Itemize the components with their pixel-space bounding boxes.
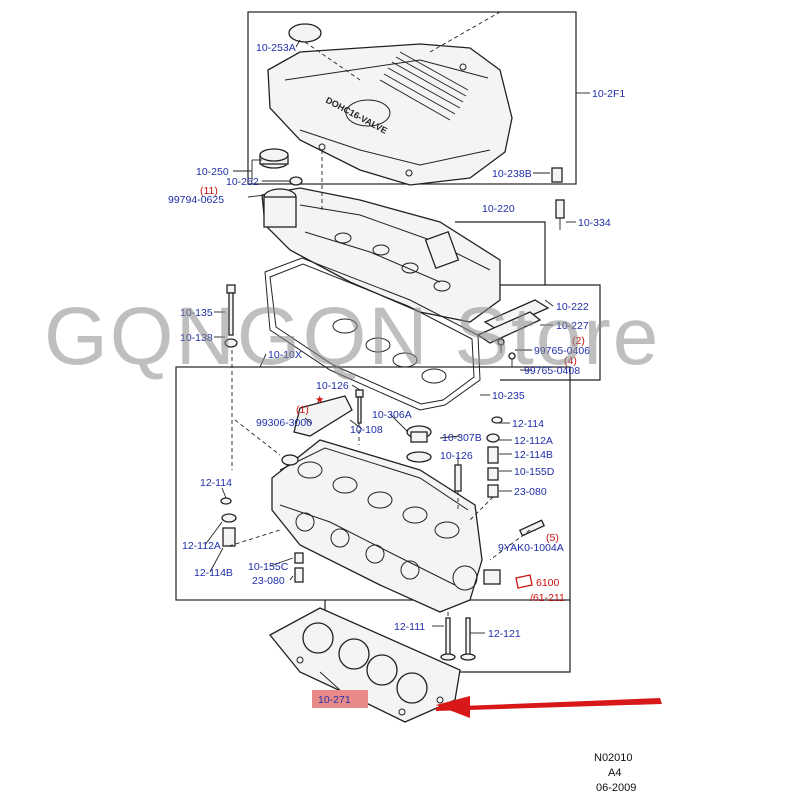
spark-plug-seals bbox=[332, 318, 447, 384]
footer-date: 06-2009 bbox=[596, 782, 636, 794]
label-12-121: 12-121 bbox=[488, 628, 521, 640]
label-99306-3000: 99306-3000 bbox=[256, 417, 312, 429]
label-10-135: 10-135 bbox=[180, 307, 213, 319]
intake-ports bbox=[295, 512, 478, 591]
cylinder-head-box bbox=[175, 366, 571, 601]
label-6100: 6100 bbox=[536, 577, 560, 589]
label-12-114-a: 12-114 bbox=[512, 418, 544, 430]
label-10-222: 10-222 bbox=[556, 301, 589, 313]
intake-valve bbox=[440, 617, 456, 661]
label-ref-2: (2) bbox=[572, 335, 585, 347]
label-ref-1: (1) bbox=[296, 404, 309, 416]
cam-bolt bbox=[355, 389, 364, 424]
engine-cover: DOHC16-VALVE bbox=[267, 23, 513, 186]
label-10-155D: 10-155D bbox=[514, 466, 555, 478]
label-10-2F1: 10-2F1 bbox=[592, 88, 625, 100]
camshaft-bearings bbox=[297, 461, 460, 539]
spark-plug-tube-seal bbox=[406, 425, 432, 463]
valve-cover-gasket bbox=[264, 257, 481, 411]
label-12-114B-b: 12-114B bbox=[194, 567, 233, 579]
label-12-111: 12-111 bbox=[394, 621, 425, 633]
label-ref-4: (4) bbox=[564, 355, 577, 367]
label-12-112A-a: 12-112A bbox=[514, 435, 553, 447]
leader-lines bbox=[204, 39, 590, 691]
label-10-252: 10-252 bbox=[226, 176, 259, 188]
label-61-211: /61-211 bbox=[530, 592, 565, 604]
dash-11 bbox=[469, 496, 494, 521]
label-12-114-b: 12-114 bbox=[200, 477, 232, 489]
baffle-bracket bbox=[455, 221, 546, 285]
label-10-250: 10-250 bbox=[196, 166, 229, 178]
valve-stack-right bbox=[486, 416, 503, 498]
label-12-112A-b: 12-112A bbox=[182, 540, 221, 552]
temp-sensor bbox=[518, 519, 546, 537]
label-12-114B-a: 12-114B bbox=[514, 449, 553, 461]
label-10-220: 10-220 bbox=[482, 203, 515, 215]
label-99794-0625: 99794-0625 bbox=[168, 194, 224, 206]
label-10-306A: 10-306A bbox=[372, 409, 412, 421]
label-10-271: 10-271 bbox=[318, 694, 351, 706]
label-23-080-a: 23-080 bbox=[514, 486, 547, 498]
dash-5 bbox=[234, 419, 281, 456]
label-99765-0408: 99765-0408 bbox=[524, 365, 580, 377]
dash-10 bbox=[489, 529, 531, 561]
label-10-307B: 10-307B bbox=[442, 432, 482, 444]
label-99765-0406: 99765-0406 bbox=[534, 345, 590, 357]
label-10-155C: 10-155C bbox=[248, 561, 289, 573]
cover-bolt bbox=[224, 284, 238, 348]
label-23-080-b: 23-080 bbox=[252, 575, 285, 587]
cover-bolt-box bbox=[500, 284, 601, 381]
label-9YAK0-1004A: 9YAK0-1004A bbox=[498, 542, 564, 554]
hose-icon bbox=[515, 574, 533, 589]
oil-filler-cap bbox=[259, 148, 303, 186]
label-10-253A: 10-253A bbox=[256, 42, 296, 54]
coolant-outlet bbox=[483, 569, 501, 585]
label-10-227: 10-227 bbox=[556, 320, 589, 332]
red-arrowhead bbox=[436, 696, 470, 718]
cap-seal-ring bbox=[289, 176, 303, 186]
label-10-126-a: 10-126 bbox=[316, 380, 349, 392]
cam-cap bbox=[293, 395, 353, 437]
cover-plug-oval bbox=[288, 23, 322, 43]
highlight-10-271 bbox=[312, 690, 368, 708]
label-10-235: 10-235 bbox=[492, 390, 525, 402]
bolt-washer bbox=[224, 338, 238, 348]
label-10-108: 10-108 bbox=[350, 424, 383, 436]
red-arrow bbox=[436, 698, 662, 711]
watermark: GQNGQN Store bbox=[44, 291, 660, 382]
dash-8 bbox=[228, 529, 281, 547]
pcv-valve bbox=[551, 167, 565, 230]
exhaust-valve bbox=[460, 617, 476, 661]
head-gasket bbox=[269, 607, 461, 723]
footer-sheet: A4 bbox=[608, 767, 621, 779]
label-ref-5: (5) bbox=[546, 532, 559, 544]
footer-code: N02010 bbox=[594, 752, 633, 764]
label-10-10X: 10-10X bbox=[268, 349, 302, 361]
stud-bolt bbox=[454, 464, 462, 492]
label-10-238B: 10-238B bbox=[492, 168, 532, 180]
baffle-plates bbox=[476, 299, 550, 367]
valve-cover bbox=[261, 187, 501, 323]
cover-rib-lines bbox=[379, 51, 469, 121]
valve-stack-left bbox=[220, 497, 304, 583]
star-mark: ★ bbox=[315, 394, 325, 406]
cylinder-head bbox=[271, 439, 501, 613]
label-10-126-b: 10-126 bbox=[440, 450, 473, 462]
label-ref-11: (11) bbox=[200, 185, 218, 197]
label-10-334: 10-334 bbox=[578, 217, 611, 229]
label-10-138: 10-138 bbox=[180, 332, 213, 344]
